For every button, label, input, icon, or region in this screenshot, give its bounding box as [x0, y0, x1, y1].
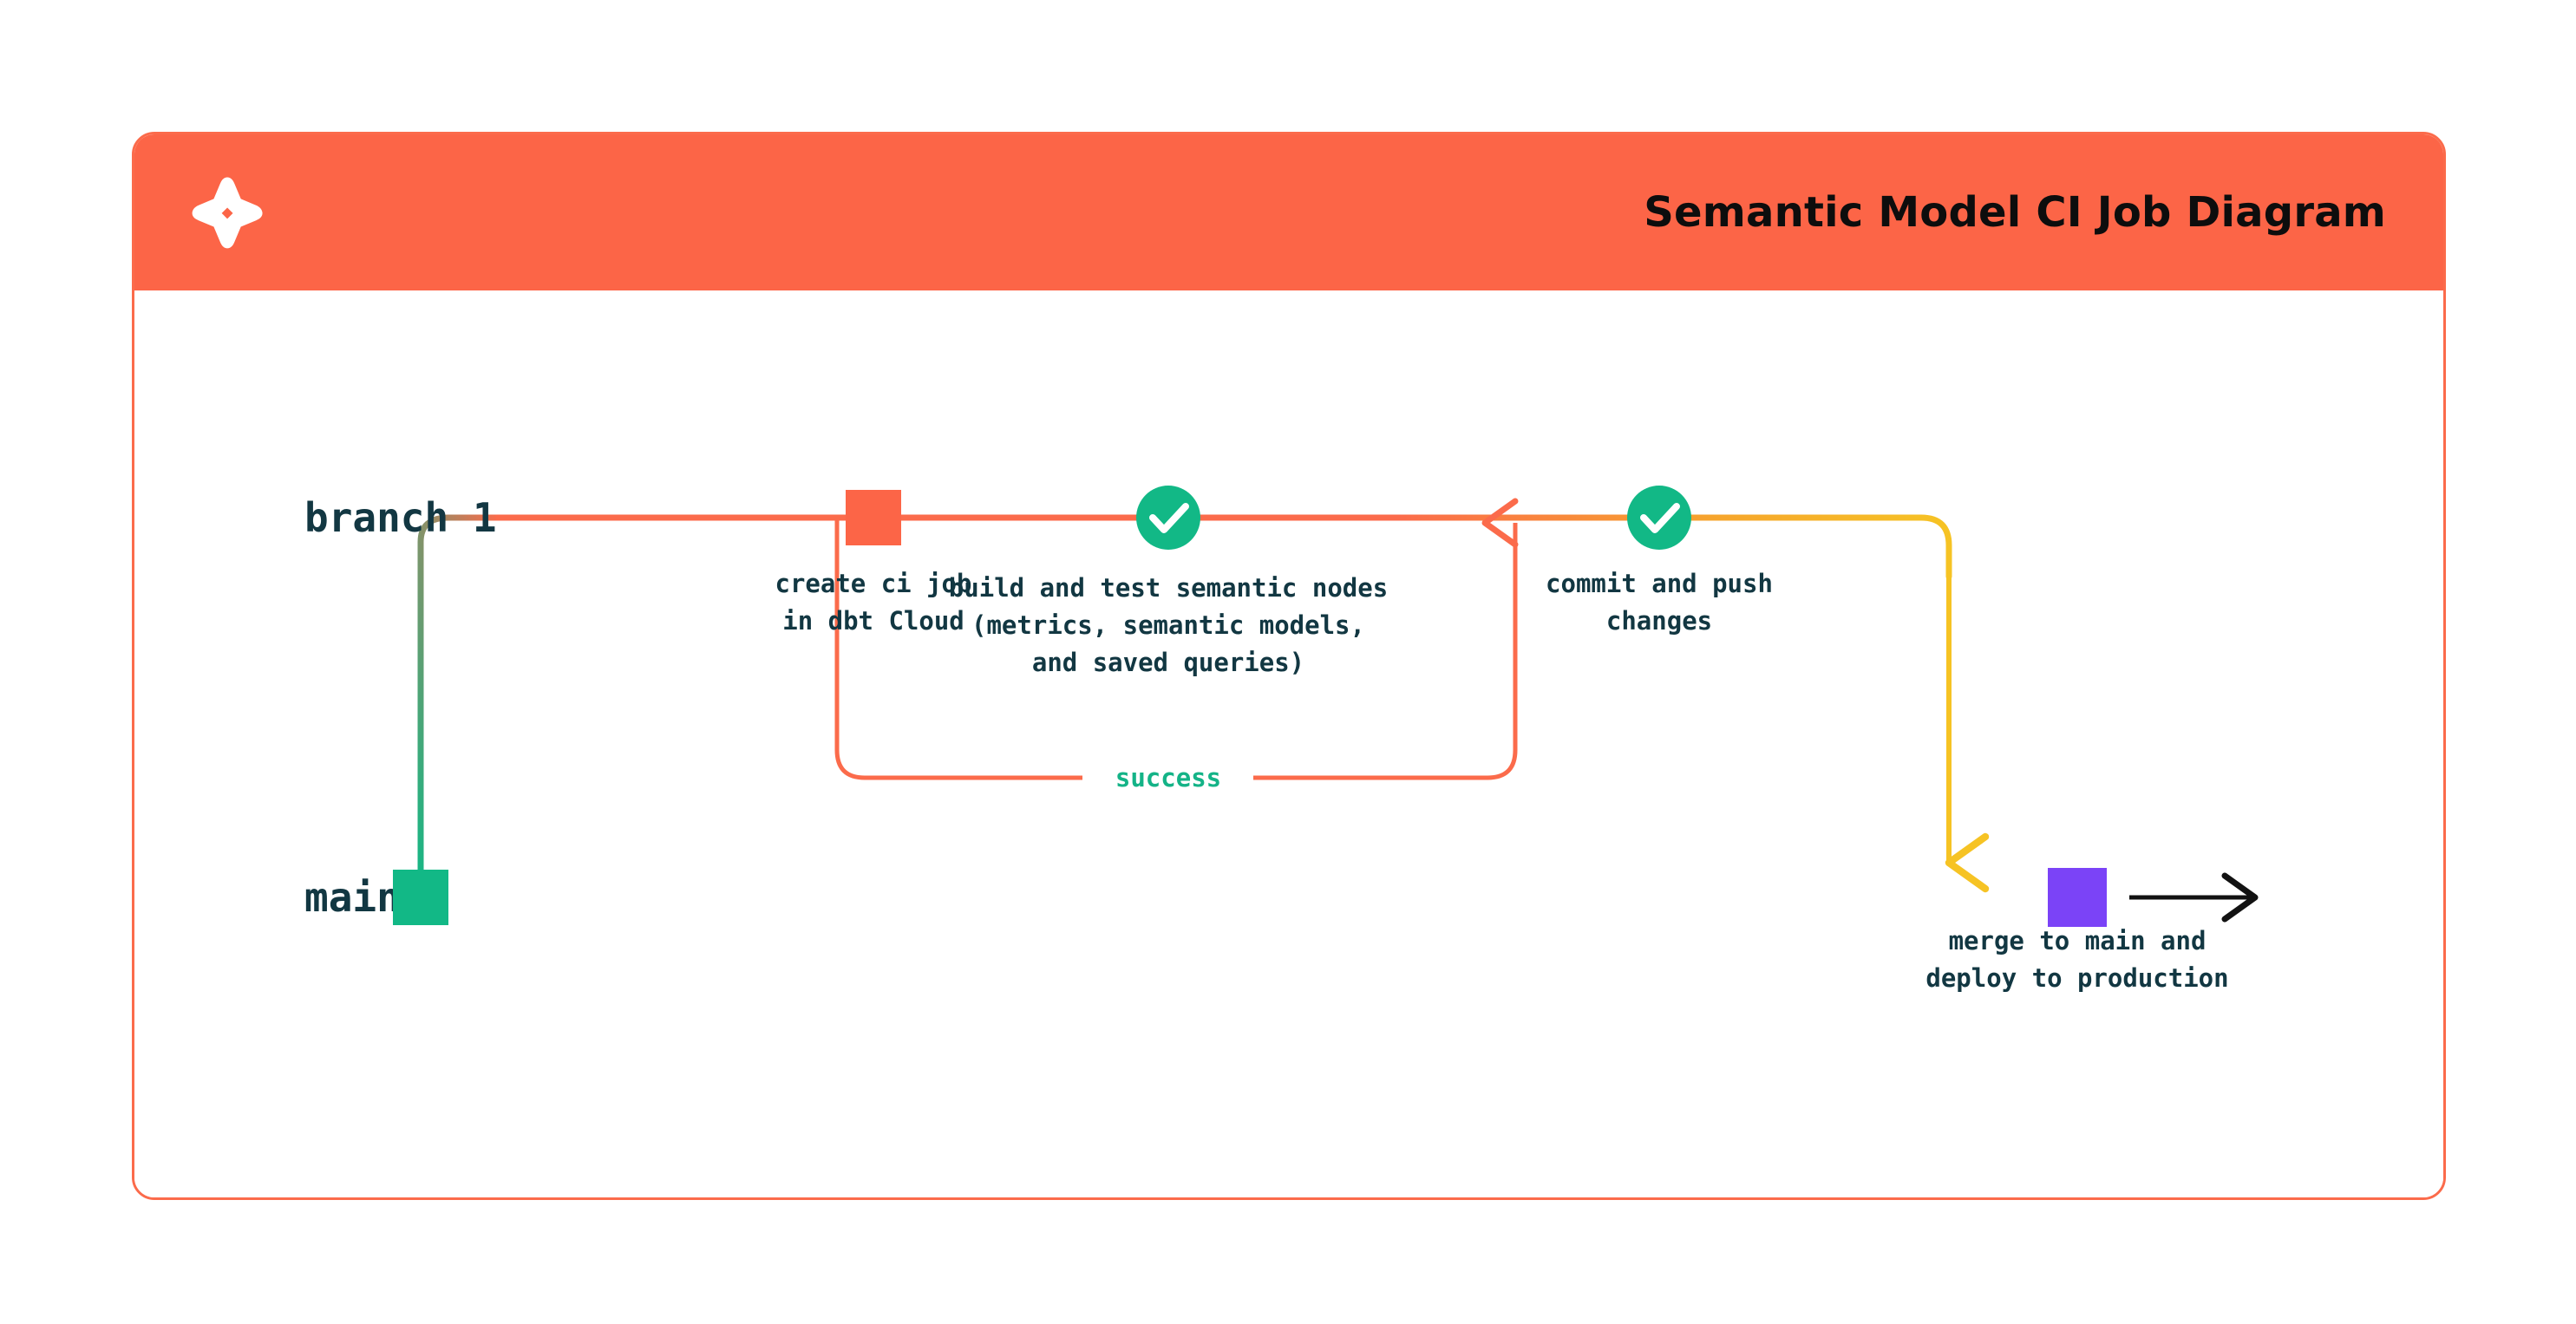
- success-loop-right: [1253, 542, 1518, 780]
- branch-label-branch-1: branch 1: [304, 494, 497, 541]
- build-and-test-label-line-2: (metrics, semantic models,: [971, 610, 1365, 640]
- create-ci-job-label-line-1: create ci job: [775, 569, 972, 598]
- success-loop-left: [834, 518, 1082, 780]
- commit-and-push-circle: [1627, 486, 1691, 550]
- success-label: success: [1115, 763, 1221, 792]
- page-title: Semantic Model CI Job Diagram: [1644, 188, 2386, 237]
- build-and-test-label-line-3: and saved queries): [1032, 648, 1304, 677]
- commit-and-push-label-line-2: changes: [1606, 606, 1712, 636]
- card-header: Semantic Model CI Job Diagram: [134, 134, 2443, 290]
- branch-label-main: main: [304, 874, 401, 921]
- branch-top-line: [495, 514, 1952, 580]
- create-ci-job-label-line-2: in dbt Cloud: [782, 606, 964, 636]
- merge-to-main-label-line-2: deploy to production: [1925, 963, 2228, 993]
- merge-to-main-node[interactable]: [2048, 868, 2107, 927]
- git-flow-diagram: success branch 1 main create ci job in d…: [304, 486, 2259, 993]
- check-icon: [1640, 503, 1680, 533]
- commit-and-push-node[interactable]: [1627, 486, 1691, 550]
- check-icon: [1149, 503, 1189, 533]
- build-and-test-label-line-1: build and test semantic nodes: [949, 573, 1388, 603]
- dbt-logo-icon: [188, 173, 268, 252]
- build-and-test-circle: [1136, 486, 1200, 550]
- commit-and-push-label-line-1: commit and push: [1546, 569, 1773, 598]
- merge-to-main-label-line-1: merge to main and: [1949, 926, 2207, 955]
- build-and-test-node[interactable]: [1136, 486, 1200, 550]
- branch-rise-line: [417, 514, 502, 901]
- main-start-node[interactable]: [393, 870, 448, 925]
- create-ci-job-node[interactable]: [846, 490, 901, 545]
- diagram-card: Semantic Model CI Job Diagram: [132, 132, 2446, 1200]
- card-body: success branch 1 main create ci job in d…: [134, 290, 2443, 1197]
